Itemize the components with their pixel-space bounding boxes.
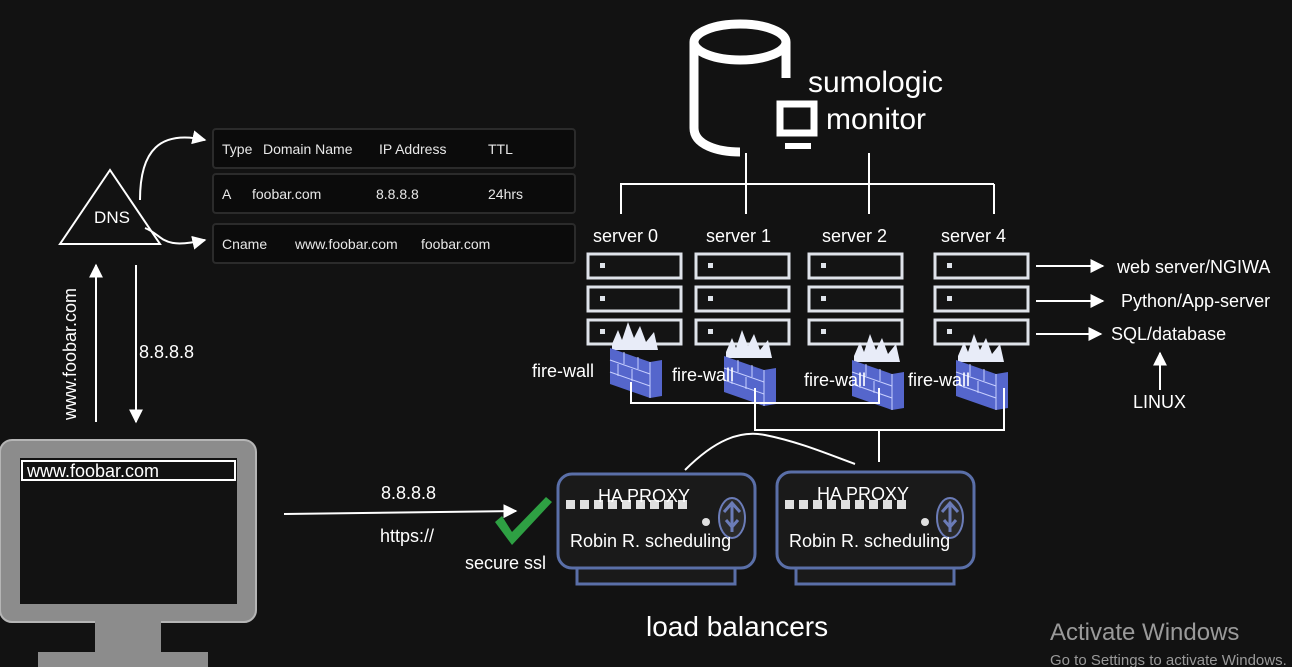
app-layer-label: Python/App-server: [1121, 291, 1270, 311]
dns-a-ttl: 24hrs: [488, 186, 523, 202]
ssl-check-icon: [495, 497, 552, 545]
monitor-bus: [620, 153, 995, 214]
dns-a-domain: foobar.com: [252, 186, 321, 202]
monitor-title-line2: monitor: [826, 103, 926, 136]
dns-header-domain: Domain Name: [263, 141, 353, 157]
firewall-icon: [609, 322, 662, 398]
web-layer-label: web server/NGIWA: [1116, 257, 1270, 277]
server-0-label: server 0: [593, 226, 658, 246]
server-4: [933, 252, 1030, 346]
firewall-2-label: fire-wall: [804, 370, 866, 390]
server-0: [586, 252, 683, 346]
lb-2-algorithm: Robin R. scheduling: [789, 531, 950, 551]
monitor-title-line1: sumologic: [808, 66, 943, 99]
firewall-3-label: fire-wall: [908, 370, 970, 390]
dns-cname-alias: www.foobar.com: [294, 236, 398, 252]
browser-address-bar[interactable]: www.foobar.com: [21, 460, 236, 481]
dns-label: DNS: [94, 208, 130, 227]
load-balancer-1: HA PROXY Robin R. scheduling: [556, 472, 757, 586]
server-1: [694, 252, 791, 346]
dns-a-ip: 8.8.8.8: [376, 186, 419, 202]
dns-arrow-to-cname-record: [144, 227, 207, 250]
lb-2-name: HA PROXY: [817, 484, 909, 504]
watermark-line2: Go to Settings to activate Windows.: [1050, 652, 1287, 667]
dns-a-record-row: [212, 173, 576, 214]
dns-arrow-to-a-record: [139, 130, 207, 201]
firewall-0-label: fire-wall: [532, 361, 594, 381]
dns-header-type: Type: [222, 141, 253, 157]
dns-node: DNS: [58, 168, 162, 245]
watermark-line1: Activate Windows: [1050, 619, 1239, 646]
server-2: [807, 252, 904, 346]
dns-a-type: A: [222, 186, 232, 202]
os-label: LINUX: [1133, 392, 1186, 412]
server-4-label: server 4: [941, 226, 1006, 246]
dns-cname-type: Cname: [222, 236, 267, 252]
dns-table: Type Domain Name IP Address TTL A foobar…: [212, 128, 576, 264]
request-ip-label: 8.8.8.8: [381, 483, 436, 503]
database-icon: [689, 19, 791, 157]
server-1-label: server 1: [706, 226, 771, 246]
load-balancer-2: HA PROXY Robin R. scheduling: [775, 470, 976, 586]
dns-header-ip: IP Address: [379, 141, 446, 157]
https-request-arrow: [283, 504, 518, 519]
server-2-label: server 2: [822, 226, 887, 246]
db-layer-label: SQL/database: [1111, 324, 1226, 344]
protocol-label: https://: [380, 526, 434, 546]
firewall-bus: [630, 382, 1005, 471]
lb-1-algorithm: Robin R. scheduling: [570, 531, 731, 551]
dns-query-label: www.foobar.com: [60, 288, 80, 421]
dns-header-ttl: TTL: [488, 141, 513, 157]
dns-cname-target: foobar.com: [421, 236, 490, 252]
activation-watermark: Activate Windows Go to Settings to activ…: [1050, 619, 1287, 667]
dns-header-row: [212, 128, 576, 169]
browser-url: www.foobar.com: [26, 461, 159, 481]
client-computer: [0, 439, 257, 667]
load-balancers-title: load balancers: [646, 611, 828, 642]
ssl-label: secure ssl: [465, 553, 546, 573]
firewall-1-label: fire-wall: [672, 365, 734, 385]
lb-1-name: HA PROXY: [598, 486, 690, 506]
dns-response-label: 8.8.8.8: [139, 342, 194, 362]
monitor-icon: [776, 100, 818, 149]
dns-cname-record-row: [212, 223, 576, 264]
